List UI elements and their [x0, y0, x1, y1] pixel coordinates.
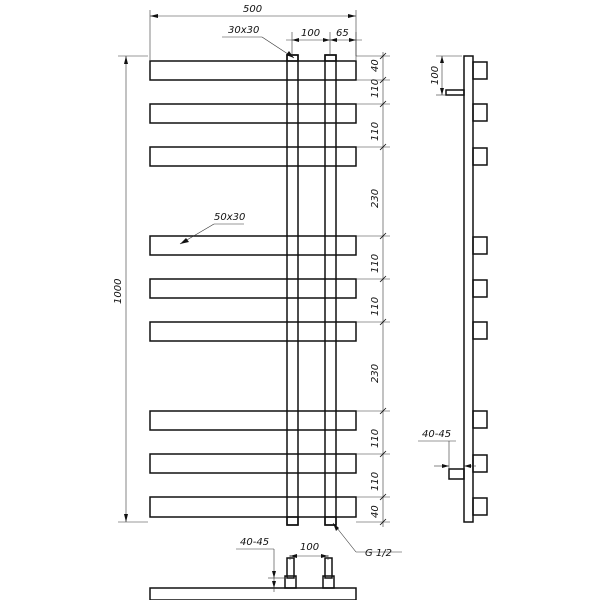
bar-8	[149, 453, 357, 474]
segment-label-6: 110	[370, 297, 381, 316]
side-bar-9	[472, 497, 488, 516]
bottom-right-connector	[324, 557, 333, 579]
connection-thread-label: G 1/2	[365, 548, 392, 559]
dimension-bottom: 40-45 100	[236, 537, 329, 592]
bar-1	[149, 60, 357, 81]
tube-section-label: 30x30	[228, 25, 259, 36]
annotation-connection-thread: G 1/2	[332, 522, 402, 559]
bar-4	[149, 235, 357, 256]
bottom-left-connector	[286, 557, 295, 579]
bottom-left-nut	[284, 575, 297, 589]
front-view	[149, 54, 357, 526]
bar-9	[149, 496, 357, 518]
segment-label-2: 110	[370, 79, 381, 98]
bar-5	[149, 278, 357, 299]
segment-label-10: 40	[370, 505, 381, 518]
segment-label-5: 110	[370, 254, 381, 273]
side-bar-2	[472, 103, 488, 122]
annotation-bar-section: 50x30	[179, 212, 245, 245]
bottom-right-nut	[322, 575, 335, 589]
segment-label-4: 230	[370, 189, 381, 208]
overall-width-label: 500	[243, 4, 262, 15]
side-bottom-connection	[448, 468, 465, 480]
bar-7	[149, 410, 357, 431]
side-top-bracket	[445, 89, 465, 96]
segment-label-9: 110	[370, 472, 381, 491]
side-bar-8	[472, 454, 488, 473]
segment-label-8: 110	[370, 429, 381, 448]
side-wall-gap-label: 40-45	[422, 429, 451, 440]
bar-6	[149, 321, 357, 342]
side-view	[445, 55, 488, 523]
left-pipe-top-cap	[286, 54, 299, 62]
dimension-side-wall-gap: 40-45	[418, 429, 476, 470]
dimension-side-top-offset: 100	[430, 55, 462, 96]
bottom-bar	[149, 587, 357, 600]
side-offset-label: 65	[336, 28, 349, 39]
dimension-pipe-spacing-top: 100 65	[286, 28, 362, 56]
right-pipe-top-cap	[324, 54, 337, 62]
bottom-pipe-spacing-label: 100	[300, 542, 319, 553]
right-pipe-bottom-cap	[324, 516, 337, 526]
segment-label-1: 40	[370, 59, 381, 72]
pipe-spacing-top-label: 100	[301, 28, 320, 39]
segment-label-3: 110	[370, 122, 381, 141]
overall-height-label: 1000	[113, 279, 124, 304]
side-bar-5	[472, 279, 488, 298]
left-pipe-bottom-cap	[286, 516, 299, 526]
bar-section-label: 50x30	[214, 212, 245, 223]
segment-label-7: 230	[370, 364, 381, 383]
side-bar-4	[472, 236, 488, 255]
dimension-overall-height: 1000	[113, 55, 148, 523]
side-bar-3	[472, 147, 488, 166]
side-bar-7	[472, 410, 488, 429]
side-bar-1	[472, 61, 488, 80]
side-bar-6	[472, 321, 488, 340]
side-collector	[463, 55, 474, 523]
dimension-vertical-chain: 40 110 110 230 110 110 230 110 110 40	[356, 52, 390, 527]
bar-2	[149, 103, 357, 124]
bottom-view	[149, 557, 357, 600]
annotation-tube-section: 30x30	[222, 25, 295, 59]
bottom-wall-gap-label: 40-45	[240, 537, 269, 548]
bar-3	[149, 146, 357, 167]
side-top-offset-label: 100	[430, 66, 441, 85]
